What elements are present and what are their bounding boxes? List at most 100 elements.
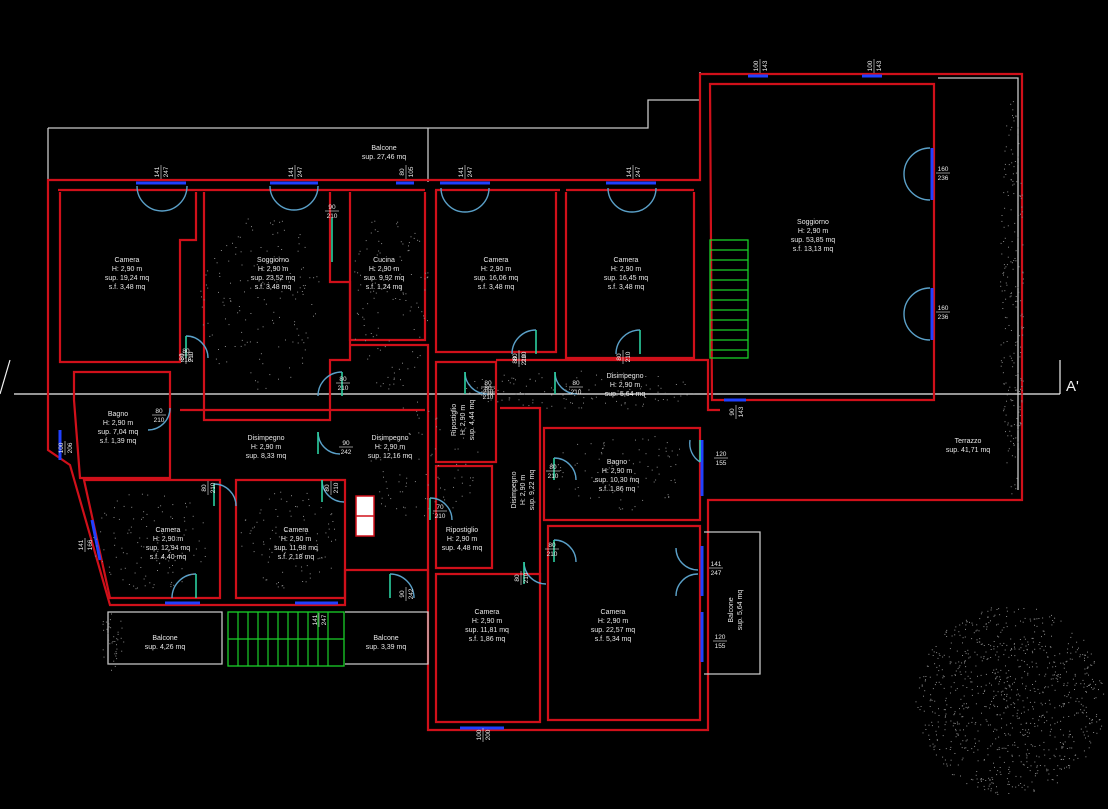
noise-point [928,734,930,736]
noise-point [993,698,994,699]
noise-point [205,274,207,276]
noise-point [1062,734,1064,736]
noise-point [1032,641,1034,643]
noise-point [201,296,202,298]
noise-point [263,543,265,545]
noise-point [971,748,973,750]
noise-point [919,709,921,711]
noise-point [297,250,299,252]
noise-point [942,677,944,679]
noise-point [1048,699,1050,701]
noise-point [1012,180,1014,182]
noise-point [1036,608,1037,610]
noise-point [966,621,968,623]
noise-point [481,379,483,380]
noise-point [1013,120,1015,122]
noise-point [1013,117,1014,119]
dimension-height: 200 [485,729,492,740]
noise-point [102,649,104,651]
noise-point [265,579,267,581]
noise-point [136,562,138,564]
noise-point [123,641,125,643]
dimension-width: 80 [484,385,492,392]
noise-point [1011,648,1013,650]
noise-point [1096,732,1098,734]
room-label-line: sup. 9,22 mq [529,470,536,511]
noise-point [1015,116,1017,118]
noise-point [269,548,271,550]
noise-point [292,341,294,343]
noise-point [962,622,963,624]
noise-point [564,407,566,409]
noise-point [1013,611,1015,613]
noise-point [179,555,181,557]
noise-point [218,363,220,365]
noise-point [581,407,583,409]
noise-point [943,763,945,765]
noise-point [266,250,268,252]
noise-point [1011,455,1013,457]
noise-point [654,436,656,438]
noise-point [597,472,599,473]
noise-point [1010,400,1012,402]
noise-point [268,285,270,287]
noise-point [1093,662,1095,664]
noise-point [623,372,625,374]
noise-point [437,515,439,517]
noise-point [1022,316,1024,318]
noise-point [918,687,920,689]
dimension-height: 247 [163,166,170,177]
noise-point [1086,712,1087,714]
noise-point [1024,734,1026,735]
noise-point [1001,215,1003,216]
noise-point [1003,627,1005,629]
noise-point [296,506,298,508]
noise-point [374,229,376,231]
noise-point [244,344,246,346]
noise-point [658,455,660,457]
noise-point [1081,697,1083,699]
dimension-height: 210 [154,417,165,424]
noise-point [551,387,552,389]
noise-point [466,388,468,389]
noise-point [1017,355,1019,357]
noise-point [1052,666,1054,668]
noise-point [1022,734,1024,736]
noise-point [137,587,138,589]
noise-point [1003,408,1005,410]
noise-point [962,637,964,639]
noise-point [1036,755,1038,757]
noise-point [988,622,990,624]
noise-point [1014,648,1016,650]
noise-point [990,645,992,647]
dimension-height: 210 [333,482,340,493]
noise-point [172,504,174,506]
noise-point [994,728,996,730]
noise-point [481,388,483,390]
noise-point [603,442,605,444]
noise-point [1005,146,1007,148]
noise-point [294,324,295,326]
noise-point [1010,638,1012,640]
noise-point [1008,684,1010,686]
noise-point [1008,134,1010,136]
noise-point [1014,258,1016,259]
room-label-ripostiglio-2: H: 2,90 m [447,536,478,543]
noise-point [282,585,284,587]
noise-point [982,693,984,694]
noise-point [497,389,499,391]
noise-point [240,345,242,347]
noise-point [1052,678,1054,680]
noise-point [271,551,273,553]
noise-point [470,477,471,479]
dimension-height: 236 [938,314,949,321]
noise-point [285,339,286,341]
noise-point [1054,707,1056,709]
noise-point [202,324,204,326]
noise-point [965,624,967,626]
noise-point [465,463,467,465]
noise-point [666,442,668,444]
noise-point [1022,621,1024,623]
noise-point [223,297,225,299]
